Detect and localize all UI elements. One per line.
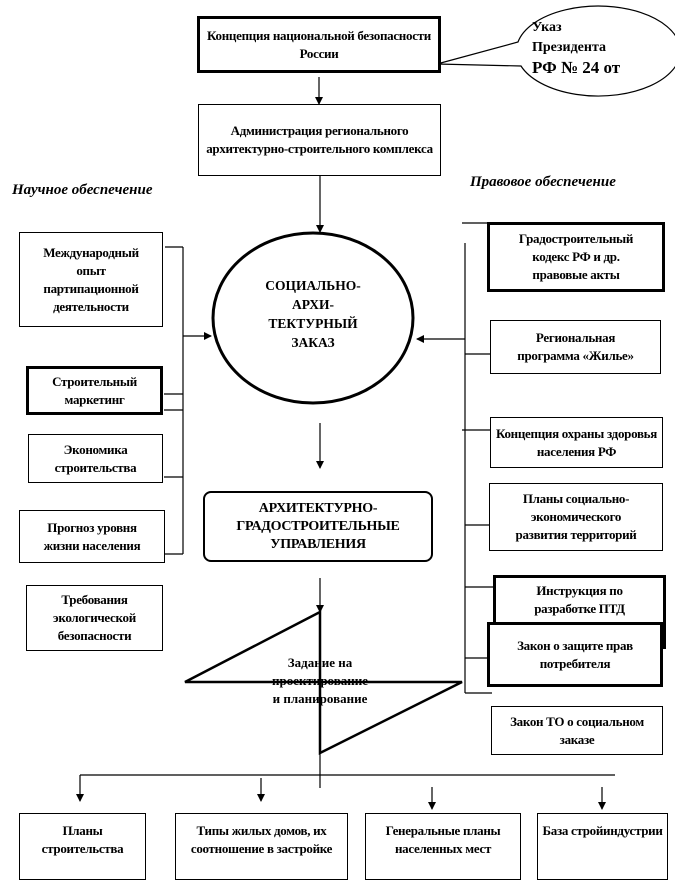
right-item: Градостроительный кодекс РФ и др. правов… — [487, 222, 665, 292]
decree-callout: Указ Президента РФ № 24 от — [532, 18, 622, 78]
left-item: Требования экологической безопасности — [26, 585, 163, 651]
order-line: ЗАКАЗ — [291, 335, 335, 350]
management-line: УПРАВЛЕНИЯ — [270, 536, 366, 552]
task-line: проектирование — [271, 673, 369, 688]
output-item: Генеральные планы населенных мест — [365, 813, 521, 880]
right-item: Региональная программа «Жилье» — [490, 320, 661, 374]
heading-legal: Правовое обеспечение — [470, 174, 616, 190]
management-box: АРХИТЕКТУРНО- ГРАДОСТРОИТЕЛЬНЫЕ УПРАВЛЕН… — [203, 491, 433, 562]
concept-box: Концепция национальной безопасности Росс… — [197, 16, 441, 73]
decree-line: Президента — [532, 40, 606, 55]
right-item: Закон ТО о социальном заказе — [491, 706, 663, 755]
output-item: Планы строительства — [19, 813, 146, 880]
right-item: Концепция охраны здоровья населения РФ — [490, 417, 663, 468]
left-item: Прогноз уровня жизни населения — [19, 510, 165, 563]
social-order-label: СОЦИАЛЬНО- АРХИ- ТЕКТУРНЫЙ ЗАКАЗ — [233, 276, 393, 352]
task-line: и планирование — [272, 691, 368, 706]
output-item: База стройиндустрии — [537, 813, 668, 880]
decree-line: Указ — [532, 20, 562, 35]
right-item: Закон о защите прав потребителя — [487, 622, 663, 687]
task-line: Задание на — [287, 655, 353, 670]
heading-scientific: Научное обеспечение — [12, 182, 153, 198]
task-label: Задание на проектирование и планирование — [250, 654, 390, 708]
left-item: Экономика строительства — [28, 434, 163, 483]
order-line: АРХИ- — [291, 297, 335, 312]
task-diamond — [184, 609, 463, 756]
right-item: Планы социально-экономического развития … — [489, 483, 663, 551]
left-item: Международный опыт партипационной деятел… — [19, 232, 163, 327]
decree-line: РФ № 24 от — [532, 58, 621, 77]
social-order-ellipse — [211, 231, 415, 405]
management-line: ГРАДОСТРОИТЕЛЬНЫЕ — [236, 518, 400, 534]
left-item: Строительный маркетинг — [26, 366, 163, 415]
order-line: СОЦИАЛЬНО- — [265, 278, 361, 293]
order-line: ТЕКТУРНЫЙ — [268, 316, 358, 331]
administration-box: Администрация регионального архитектурно… — [198, 104, 441, 176]
management-line: АРХИТЕКТУРНО- — [258, 500, 378, 516]
output-item: Типы жилых домов, их соотношение в застр… — [175, 813, 348, 880]
decree-callout-shape — [436, 5, 675, 97]
